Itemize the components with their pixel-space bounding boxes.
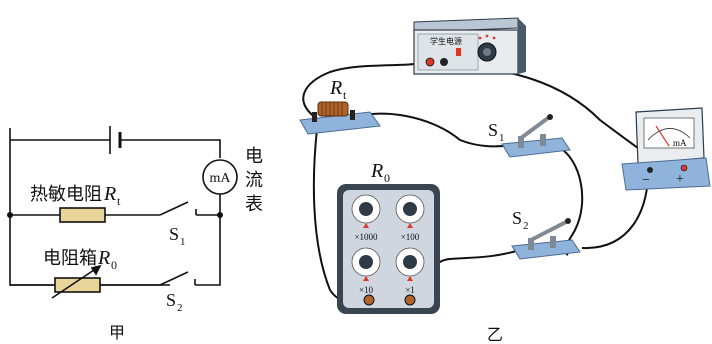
junction-dot-left: [7, 212, 13, 218]
caption-jia: 甲: [109, 323, 125, 342]
switch-s1-symbol-sub: 1: [499, 132, 505, 144]
resbox-label-text: 电阻箱: [43, 248, 97, 269]
wire-thermistor-to-s1: [351, 112, 511, 148]
ammeter-minus-label: −: [642, 173, 650, 188]
thermistor-symbol-label: R: [329, 77, 342, 99]
resbox-arrow-head: [90, 264, 102, 276]
caption-yi: 乙: [487, 325, 503, 344]
switch-s2-clip: [550, 236, 556, 248]
switch-s1-apparatus: S 1: [488, 114, 571, 158]
resbox-dial-x10: ×10: [351, 247, 381, 295]
power-supply-side: [518, 18, 526, 74]
ammeter-base: [621, 157, 711, 191]
ammeter-dial: [643, 117, 695, 149]
resbox-symbol-label: R: [370, 160, 383, 182]
resbox-arrow-line: [51, 265, 101, 299]
dial-multiplier-label: ×10: [359, 285, 374, 295]
resbox-label: 电阻箱 R 0: [43, 247, 117, 272]
resbox-label-symbol: R: [97, 247, 110, 269]
switch-s1-handle: [547, 114, 553, 120]
resistance-box: R 0 ×1000 ×100 ×10 ×1: [337, 160, 440, 314]
dial-pointer: [407, 223, 413, 228]
switch-s1-base: [501, 137, 571, 158]
thermistor-symbol-sub: t: [343, 88, 347, 102]
thermistor-label: 热敏电阻 R t: [30, 183, 121, 208]
switch-s2-symbol-sub: 2: [523, 220, 529, 232]
ammeter-scale-arc: [647, 128, 691, 141]
switch-s1-hinge: [518, 136, 524, 148]
switch-s2-sub: 2: [177, 302, 183, 314]
schematic-diagram: [9, 126, 238, 299]
dial-multiplier-label: ×1: [405, 285, 415, 295]
switch-s1-symbol-label: S: [488, 120, 498, 140]
switch-s2-symbol: S: [166, 290, 176, 310]
thermistor-label-text: 热敏电阻: [30, 184, 102, 205]
meter-caption-1: 电: [245, 146, 263, 167]
dial-multiplier-label: ×1000: [354, 232, 378, 242]
power-supply-terminal-black: [440, 58, 448, 66]
thermistor-post-left: [312, 112, 317, 122]
switch-s2-symbol-label: S: [512, 208, 522, 228]
switch-s2-base: [511, 239, 581, 260]
schematic-top-wire: [9, 128, 221, 158]
dial-knob: [403, 255, 417, 269]
switch-s1-symbol: S: [169, 224, 179, 244]
resbox-dial-x100: ×100: [395, 194, 425, 242]
dial-multiplier-label: ×100: [401, 232, 420, 242]
thermistor-symbol: [59, 207, 106, 223]
ammeter-plus-label: +: [676, 172, 684, 187]
dial-pointer: [363, 276, 369, 281]
junction-dot-right: [217, 212, 223, 218]
switch-s2-hinge: [528, 238, 534, 250]
ammeter-terminal-left: [647, 167, 653, 173]
resbox-terminal-left: [363, 294, 375, 306]
resbox-label-sub: 0: [111, 258, 117, 272]
dial-pointer: [363, 223, 369, 228]
switch-s1-lever: [519, 116, 550, 140]
switch-s1-clip: [540, 134, 546, 146]
thermistor-label-sub: t: [117, 194, 121, 208]
power-supply-indicator: [456, 48, 461, 56]
meter-caption-3: 表: [245, 194, 263, 215]
thermistor-post-right: [350, 110, 355, 120]
thermistor-label-symbol: R: [103, 183, 116, 205]
wire-s1-to-s2: [559, 147, 584, 256]
meter-caption-2: 流: [245, 170, 263, 191]
ammeter-unit-label-apparatus: mA: [673, 138, 687, 148]
power-supply-led-2: [485, 34, 489, 38]
ammeter-apparatus: mA − +: [621, 107, 711, 191]
power-supply-knob-center: [483, 48, 491, 56]
switch-s2-apparatus: S 2: [511, 208, 581, 260]
ammeter-needle: [655, 125, 670, 147]
thermistor-apparatus: R t: [299, 77, 381, 135]
resbox-dial-x1000: ×1000: [351, 194, 381, 242]
schematic-right-wire: [195, 194, 221, 286]
resbox-terminal-right: [404, 294, 416, 306]
switch-s2-label: S 2: [166, 290, 183, 314]
switch-s1-blade: [159, 201, 189, 216]
switch-s2-blade: [159, 271, 189, 286]
wire-supply-to-thermistor: [302, 61, 429, 119]
dial-knob: [359, 202, 373, 216]
power-supply-led-1: [478, 36, 482, 40]
power-supply: 学生电源: [413, 17, 526, 75]
thermistor-coil-turns: [321, 102, 343, 116]
power-supply-terminal-red: [425, 57, 435, 67]
dial-knob: [403, 202, 417, 216]
resbox-dial-x1: ×1: [395, 247, 425, 295]
thermistor-coil: [317, 101, 349, 117]
ammeter-unit-label: mA: [210, 171, 232, 186]
switch-s1-label: S 1: [169, 224, 186, 248]
dial-pointer: [407, 276, 413, 281]
switch-s2-handle: [565, 218, 571, 224]
dial-knob: [359, 255, 373, 269]
resbox-symbol-sub: 0: [384, 171, 390, 185]
power-supply-label: 学生电源: [430, 36, 462, 46]
switch-s2-lever: [530, 220, 567, 242]
power-supply-led-3: [492, 36, 496, 40]
switch-s1-sub: 1: [180, 236, 186, 248]
ammeter-terminal-right: [680, 164, 688, 172]
